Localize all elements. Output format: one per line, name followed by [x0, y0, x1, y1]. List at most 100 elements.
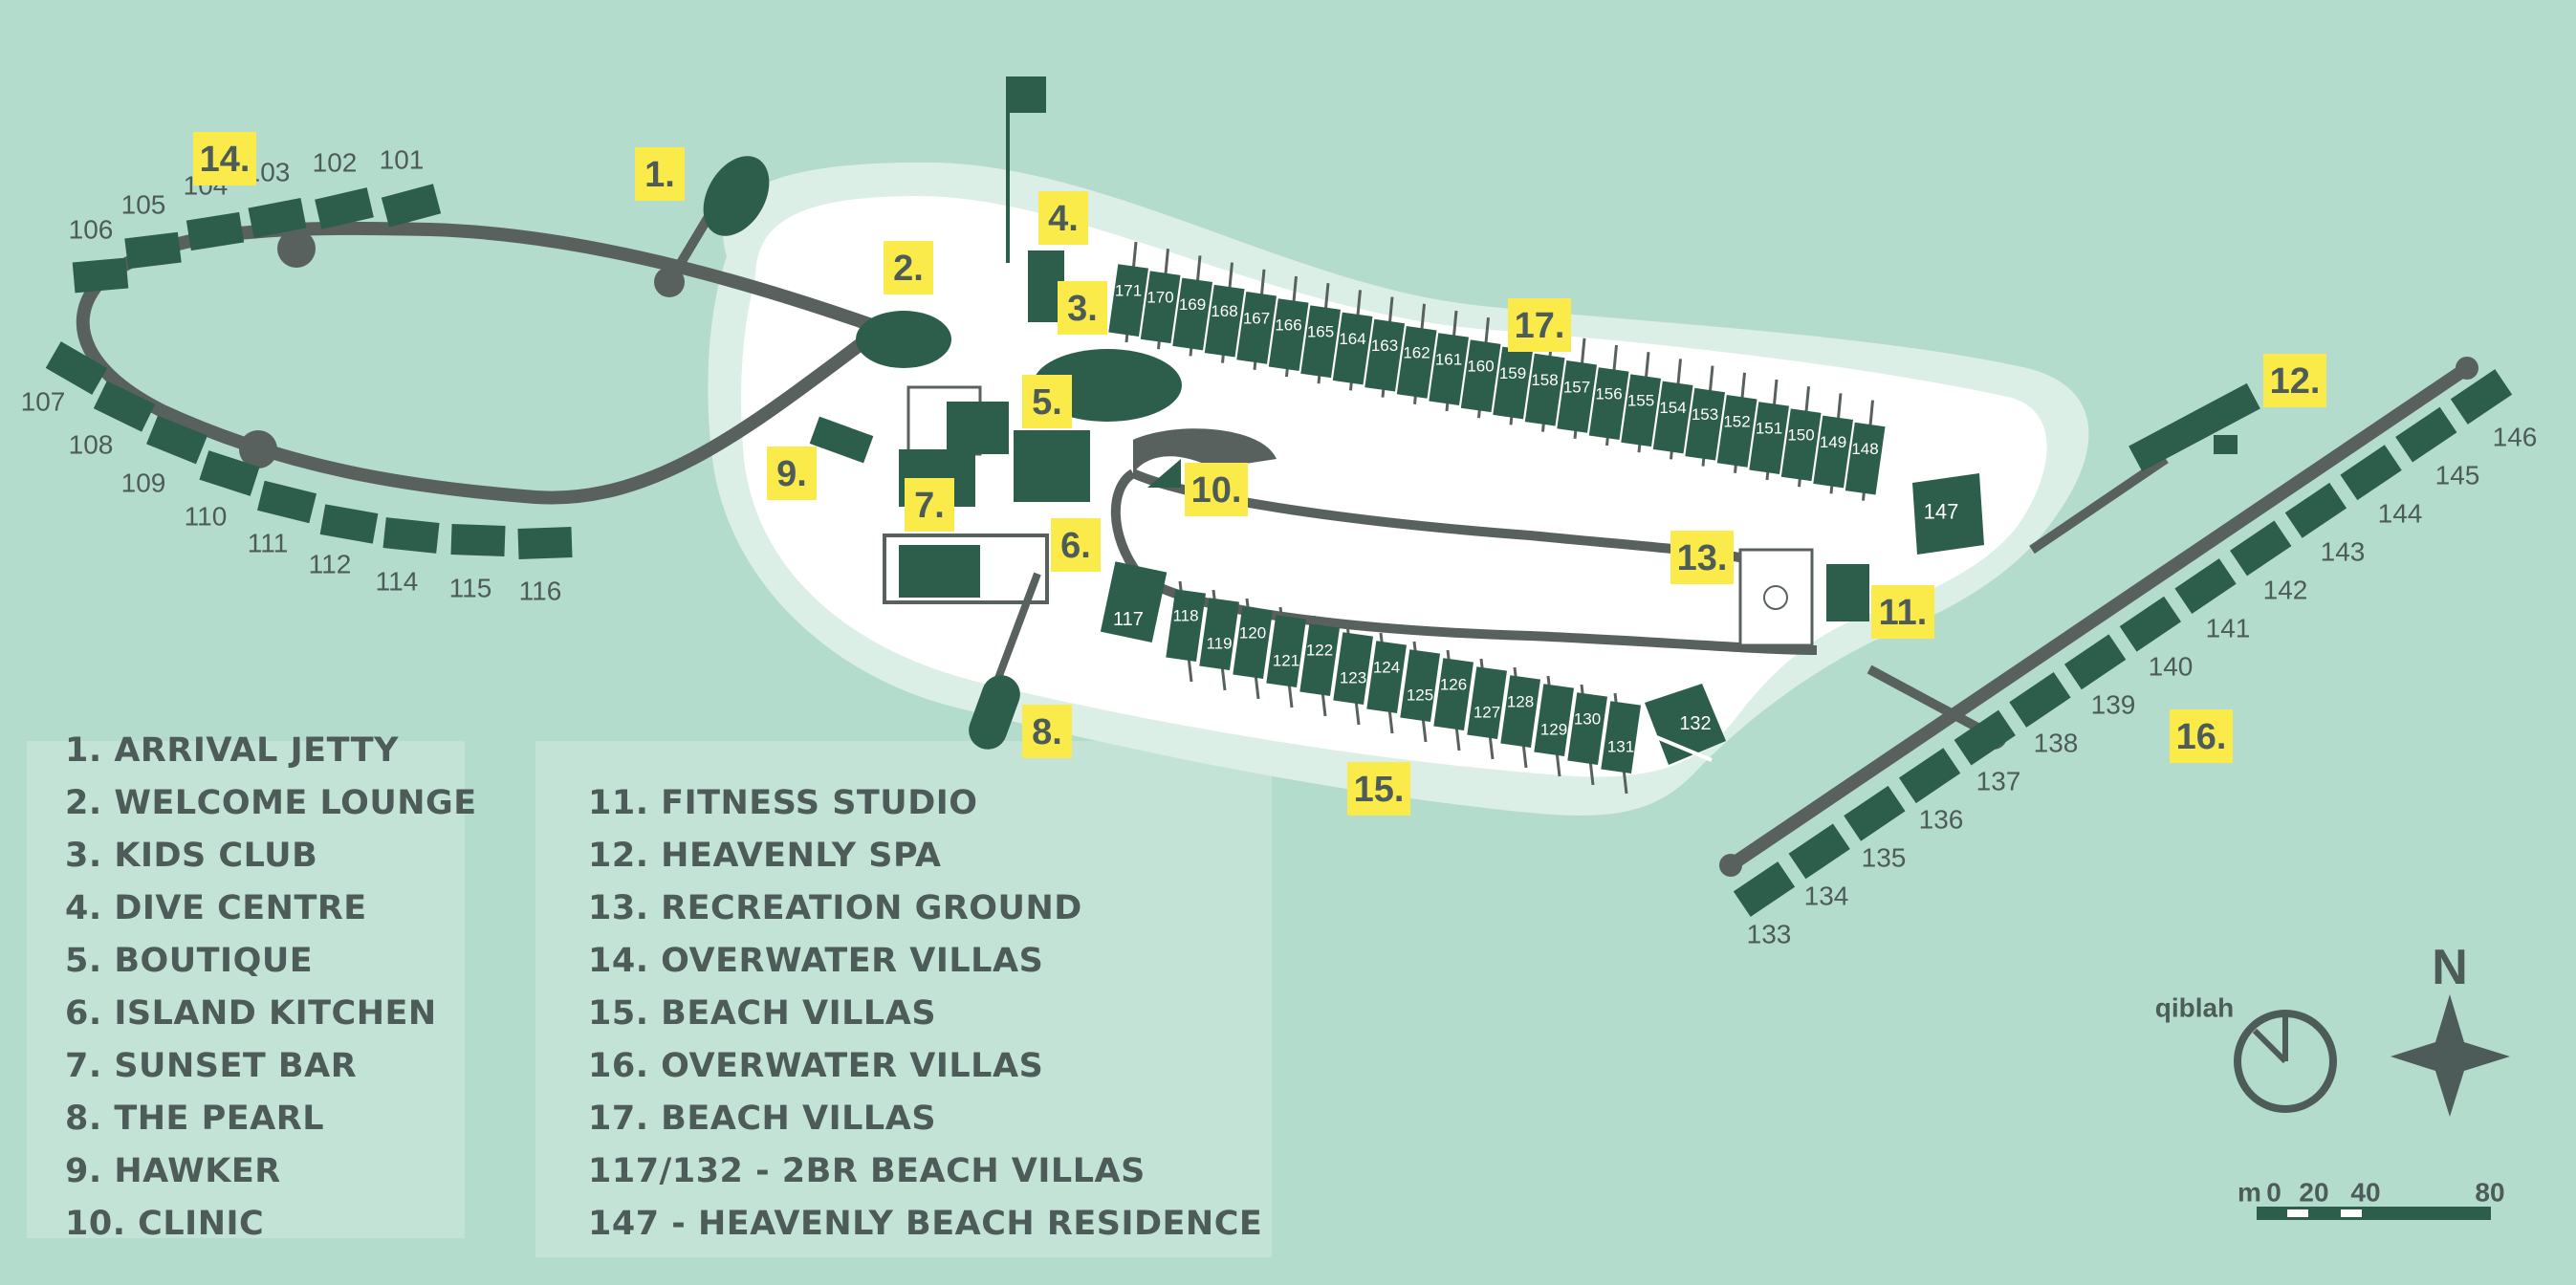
- villa-label-146: 146: [2493, 423, 2538, 452]
- villa-115: [450, 524, 506, 556]
- villa-135: [1844, 785, 1906, 841]
- marker-m13-badge: [1670, 531, 1734, 584]
- villa-158: [1524, 353, 1565, 426]
- marker-m7: 7.: [914, 486, 945, 526]
- villa-label-137: 137: [1976, 767, 2021, 796]
- villa-133: [1733, 861, 1796, 917]
- villa-label-135: 135: [1862, 843, 1907, 873]
- villa-112: [319, 504, 379, 544]
- villa-label-127: 127: [1474, 704, 1500, 722]
- court-circle: [1763, 585, 1788, 610]
- villa-105: [124, 231, 182, 270]
- legend-item: 12. HEAVENLY SPA: [588, 837, 942, 875]
- villa-139: [2063, 634, 2127, 690]
- villa-136: [1898, 748, 1961, 804]
- marker-m1: 1.: [644, 155, 675, 195]
- villa-label-141: 141: [2206, 614, 2251, 643]
- villa-label-102: 102: [313, 148, 358, 178]
- villa-label-155: 155: [1627, 392, 1654, 410]
- villa-171: [1108, 264, 1149, 337]
- legend-item: 15. BEACH VILLAS: [588, 994, 937, 1033]
- clinic-wing: [1133, 428, 1277, 473]
- marker-m3: 3.: [1067, 289, 1098, 329]
- marker-m4-badge: [1038, 191, 1088, 245]
- villa-label-140: 140: [2149, 652, 2194, 682]
- legend-panel-right: [535, 741, 1272, 1257]
- villa-122: [1299, 623, 1341, 696]
- villa-165: [1300, 305, 1342, 379]
- villa-label-106: 106: [69, 215, 114, 245]
- villa-label-108: 108: [69, 430, 114, 460]
- villa-143: [2284, 482, 2347, 538]
- villa-154: [1652, 381, 1693, 454]
- legend-item: 16. OVERWATER VILLAS: [588, 1047, 1044, 1085]
- villa-label-166: 166: [1275, 316, 1301, 335]
- villa-159: [1493, 346, 1534, 420]
- marker-m6: 6.: [1060, 526, 1091, 566]
- legend-item: 3. KIDS CLUB: [65, 837, 318, 875]
- villa-label-101: 101: [380, 145, 425, 175]
- villa-123: [1333, 632, 1374, 705]
- legend-item: 7. SUNSET BAR: [65, 1047, 358, 1085]
- villa-163: [1364, 318, 1406, 392]
- villa-label-168: 168: [1211, 302, 1237, 320]
- villa-152: [1716, 395, 1757, 468]
- jetty-node: [277, 229, 316, 268]
- villa-124: [1366, 641, 1408, 713]
- villa-106: [72, 257, 129, 294]
- villa-label-145: 145: [2435, 461, 2480, 490]
- villa-label-124: 124: [1373, 659, 1400, 677]
- villa-label-159: 159: [1499, 364, 1526, 382]
- legend-item: 4. DIVE CENTRE: [65, 889, 367, 927]
- villa-label-129: 129: [1540, 721, 1567, 739]
- marker-m2: 2.: [893, 249, 924, 289]
- villa-151: [1749, 402, 1790, 474]
- villa-119: [1199, 598, 1240, 670]
- legend-item: 9. HAWKER: [65, 1152, 281, 1190]
- villa-label-154: 154: [1659, 399, 1686, 417]
- villa-125: [1400, 649, 1441, 722]
- qiblah-needle: [2252, 1028, 2288, 1064]
- marker-m10: 10.: [1191, 470, 1242, 511]
- jetty-node: [1719, 854, 1742, 877]
- villa-128: [1500, 675, 1541, 748]
- villa-label-125: 125: [1407, 686, 1433, 705]
- fitness-studio: [1826, 564, 1869, 621]
- villa-label-163: 163: [1371, 337, 1398, 355]
- marker-m7-badge: [905, 478, 954, 532]
- villa-153: [1685, 387, 1726, 461]
- villa-149: [1813, 415, 1854, 489]
- villa-label-157: 157: [1563, 378, 1590, 396]
- villa-label-115: 115: [449, 574, 492, 603]
- marker-m12-badge: [2263, 354, 2326, 407]
- villa-110: [199, 450, 260, 496]
- villa-103: [248, 197, 307, 239]
- arrival-jetty: [703, 156, 770, 236]
- villa-137: [1954, 709, 2016, 766]
- villa-142: [2230, 520, 2292, 577]
- villa-label-118: 118: [1172, 607, 1198, 625]
- boutique: [1014, 430, 1090, 502]
- villa-label-164: 164: [1339, 330, 1365, 348]
- villa-126: [1433, 658, 1474, 730]
- villa-121: [1266, 615, 1307, 687]
- scale-unit: m: [2238, 1178, 2261, 1208]
- villa-155: [1621, 374, 1662, 447]
- marker-m15-badge: [1347, 762, 1410, 816]
- marker-m3-badge: [1058, 281, 1107, 335]
- villa-102: [315, 187, 374, 229]
- legend-item: 1. ARRIVAL JETTY: [65, 731, 399, 770]
- villa-156: [1588, 367, 1629, 440]
- villa-145: [2395, 406, 2457, 463]
- villa-164: [1332, 312, 1373, 385]
- legend-item: 6. ISLAND KITCHEN: [65, 994, 437, 1033]
- marker-m14: 14.: [200, 140, 251, 180]
- kitchen-block: [899, 545, 980, 598]
- villa-label-120: 120: [1239, 624, 1266, 642]
- villa-label-133: 133: [1747, 920, 1792, 949]
- villa-label-111: 111: [248, 529, 289, 558]
- villa-label-152: 152: [1723, 412, 1750, 430]
- legend-item: 8. THE PEARL: [65, 1100, 324, 1138]
- villa-108: [93, 381, 156, 432]
